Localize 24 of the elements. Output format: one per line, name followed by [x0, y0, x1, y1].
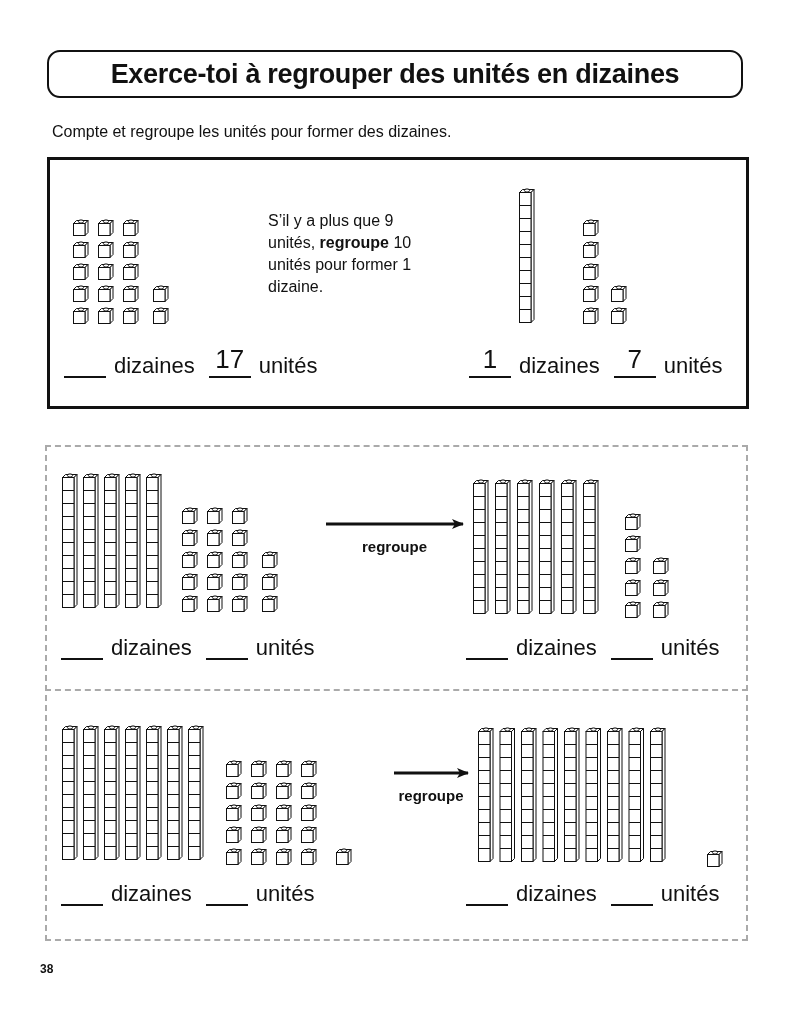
hint-text: S’il y a plus que 9 unités, regroupe 10 unités pour former 1 dizaine. — [268, 211, 413, 298]
instruction-text: Compte et regroupe les unités pour former des dizaines. — [52, 122, 452, 142]
arrow — [326, 519, 464, 529]
unit-label: unités — [660, 637, 720, 660]
base-ten-blocks-drawing — [478, 726, 725, 867]
fill-in-line: 1 — [469, 346, 511, 378]
arrow — [394, 768, 469, 778]
base-ten-blocks-drawing — [62, 724, 354, 865]
unit-label: unités — [660, 883, 720, 906]
base-ten-blocks-drawing — [473, 478, 671, 618]
unit-label: dizaines — [111, 637, 192, 660]
unit-label: unités — [258, 355, 318, 378]
unit-label: unités — [663, 355, 723, 378]
unit-label: dizaines — [516, 637, 597, 660]
unit-label: unités — [255, 637, 315, 660]
unit-label: unités — [255, 883, 315, 906]
page-number: 38 — [40, 962, 54, 977]
fill-in-line: 7 — [613, 346, 656, 378]
unit-label: dizaines — [516, 883, 597, 906]
unit-label: dizaines — [114, 355, 195, 378]
unit-label: dizaines — [111, 883, 192, 906]
unit-label: dizaines — [519, 355, 600, 378]
title-banner: Exerce-toi à regrouper des unités en dizaines — [47, 50, 743, 98]
fill-in-line: 17 — [208, 346, 251, 378]
